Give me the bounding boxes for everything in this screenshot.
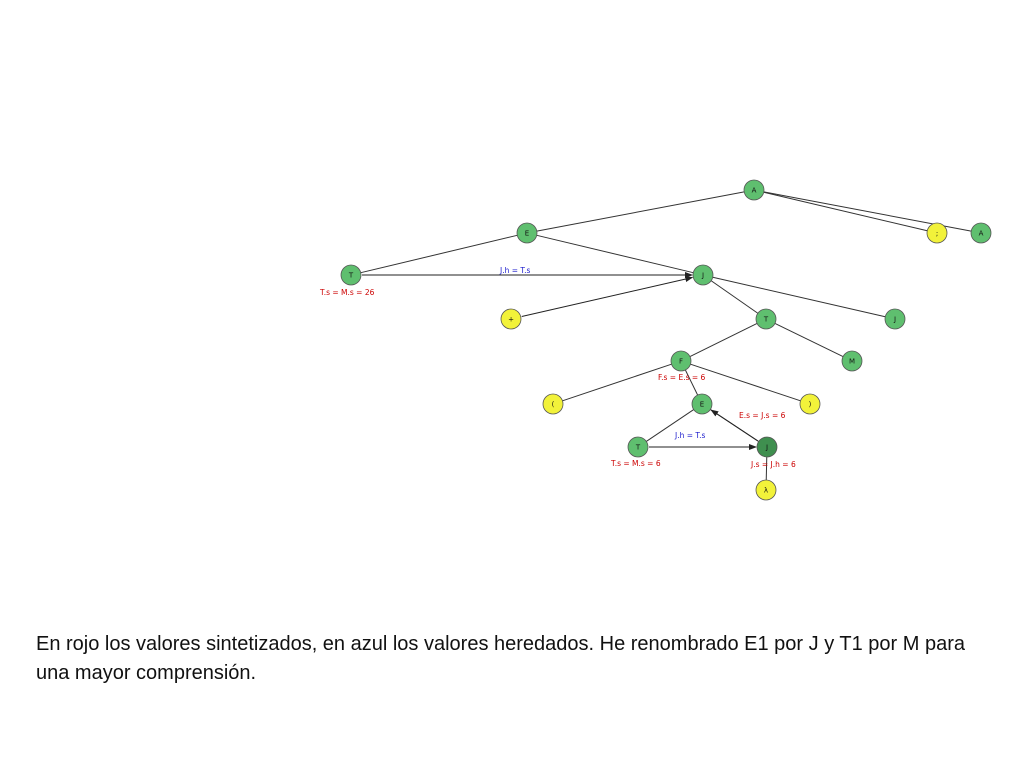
node-label: λ [764, 487, 768, 495]
tree-node: E [691, 393, 713, 415]
node-circle [799, 393, 821, 415]
node-circle [841, 350, 863, 372]
node-label: E [700, 401, 704, 409]
node-label: J [701, 272, 704, 280]
tree-node: J [884, 308, 906, 330]
node-circle [500, 308, 522, 330]
tree-edge [562, 363, 672, 402]
tree-node: T [627, 436, 649, 458]
tree-edge [684, 369, 699, 396]
tree-node: ( [542, 393, 564, 415]
node-circle [516, 222, 538, 244]
node-circle [884, 308, 906, 330]
node-label: ; [936, 230, 938, 238]
tree-edge [765, 456, 768, 481]
node-label: J [893, 316, 896, 324]
node-label: A [979, 230, 984, 238]
node-circle [756, 436, 778, 458]
tree-edge [710, 280, 759, 314]
tree-edge [690, 363, 801, 402]
arrow-plus-to-j1 [521, 276, 694, 318]
node-circle [670, 350, 692, 372]
annotation-t1-synthesized: T.s = M.s = 26 [319, 288, 375, 297]
annotation-e2-synthesized: E.s = J.s = 6 [739, 411, 786, 420]
annotation-j1-inherited: J.h = T.s [499, 266, 530, 275]
tree-node: λ [755, 479, 777, 501]
tree-node: A [743, 179, 765, 201]
tree-edge [646, 409, 694, 442]
tree-edge [712, 276, 886, 318]
node-label: + [508, 316, 514, 324]
tree-edge [774, 322, 844, 358]
node-circle [691, 393, 713, 415]
tree-node: J [756, 436, 778, 458]
node-label: ) [809, 401, 812, 409]
node-label: F [679, 358, 683, 366]
tree-edge [536, 191, 745, 232]
tree-node: A [970, 222, 992, 244]
tree-node: ; [926, 222, 948, 244]
tree-node: E [516, 222, 538, 244]
node-circle [340, 264, 362, 286]
tree-edge [689, 322, 758, 358]
tree-edge [536, 234, 694, 274]
node-label: T [763, 316, 769, 324]
node-label: T [348, 272, 354, 280]
node-circle [692, 264, 714, 286]
annotation-j2-synthesized: J.s = J.h = 6 [750, 460, 796, 469]
annotation-t3-synthesized: T.s = M.s = 6 [610, 459, 661, 468]
node-circle [627, 436, 649, 458]
node-circle [542, 393, 564, 415]
tree-edge [763, 191, 928, 232]
tree-edge [360, 234, 518, 274]
tree-node: F [670, 350, 692, 372]
tree-node: ) [799, 393, 821, 415]
node-circle [755, 479, 777, 501]
caption-text: En rojo los valores sintetizados, en azu… [36, 633, 966, 684]
tree-node: + [500, 308, 522, 330]
annotation-f-synthesized: F.s = E.s = 6 [658, 373, 706, 382]
node-label: M [849, 358, 855, 366]
tree-node: J [692, 264, 714, 286]
node-label: T [635, 444, 641, 452]
node-label: ( [552, 401, 555, 409]
node-circle [755, 308, 777, 330]
node-label: E [525, 230, 529, 238]
node-circle [970, 222, 992, 244]
node-circle [743, 179, 765, 201]
node-label: A [752, 187, 757, 195]
tree-node: T [340, 264, 362, 286]
tree-node: M [841, 350, 863, 372]
synthesized-arrow-j2-to-e2 [710, 409, 759, 442]
annotation-j2-inherited: J.h = T.s [674, 431, 705, 440]
node-label: J [765, 444, 768, 452]
node-circle [926, 222, 948, 244]
tree-node: T [755, 308, 777, 330]
